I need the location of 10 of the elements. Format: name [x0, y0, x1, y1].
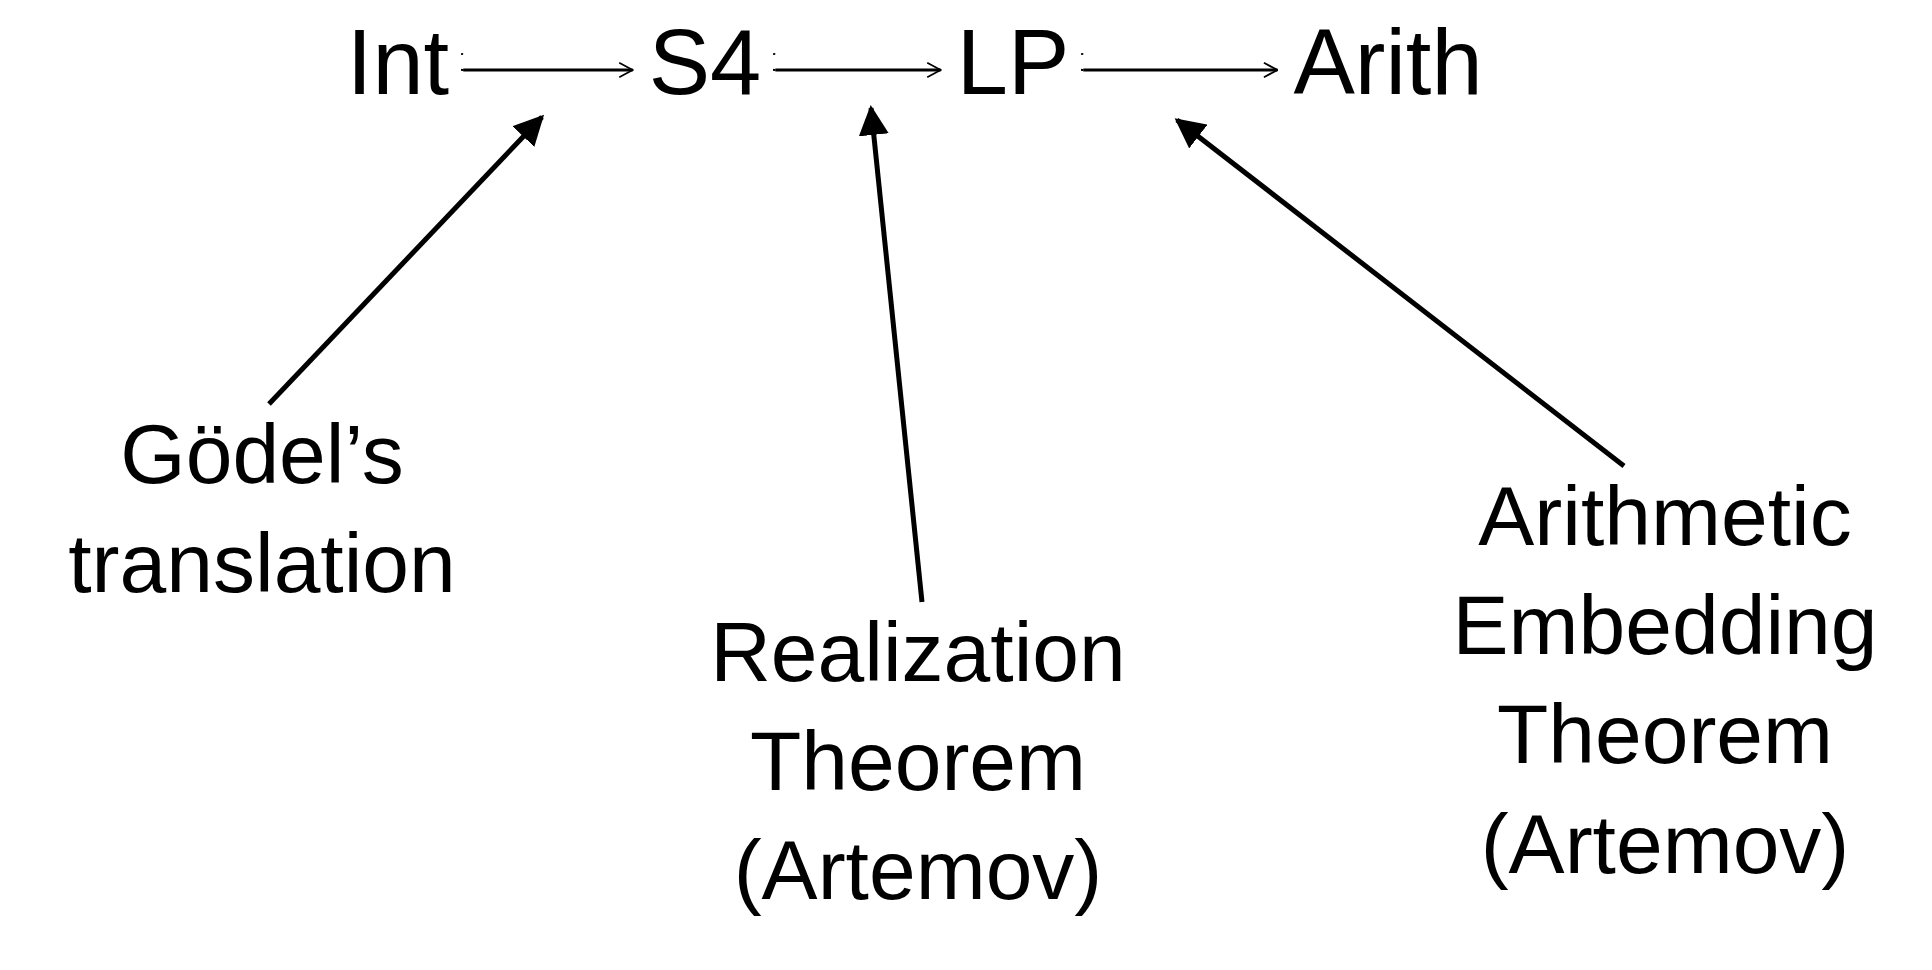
node-label: S4	[648, 16, 762, 108]
node-label: LP	[956, 16, 1070, 108]
node-label: Realization Theorem (Artemov)	[709, 604, 1127, 920]
arrow	[267, 114, 545, 406]
arrow	[1174, 118, 1626, 468]
node-label: Arith	[1293, 16, 1483, 108]
node-label: Gödel’s translation	[67, 406, 457, 613]
node-label: Int	[346, 16, 450, 108]
node-label: Arithmetic Embedding Theorem (Artemov)	[1451, 468, 1879, 893]
arrow	[858, 105, 925, 603]
